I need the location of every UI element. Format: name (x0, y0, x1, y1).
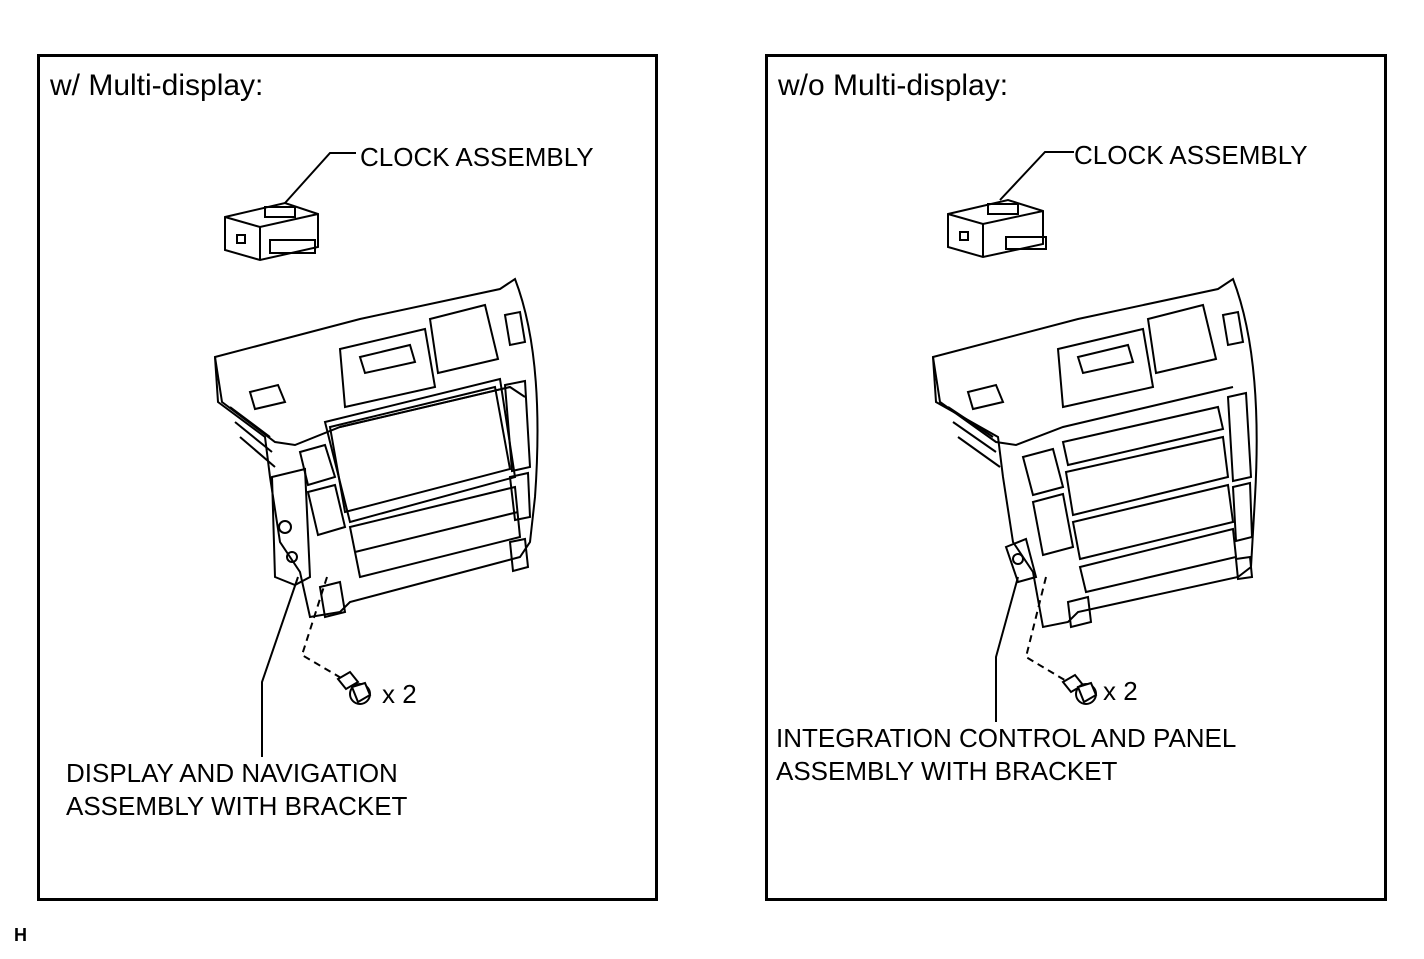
assembly-leader-line (262, 577, 298, 757)
bolt-icon (338, 672, 370, 704)
integration-control-panel-part (933, 279, 1257, 627)
panel-title: w/ Multi-display: (50, 69, 264, 102)
assembly-label: INTEGRATION CONTROL AND PANEL ASSEMBLY W… (776, 722, 1236, 788)
bolt-quantity-label: x 2 (382, 679, 417, 709)
clock-leader-line (285, 153, 356, 203)
figure-code: H (14, 925, 27, 945)
panel-without-multi-display: w/o Multi-display: (765, 54, 1387, 901)
clock-assembly-label: CLOCK ASSEMBLY (360, 142, 594, 172)
clock-leader-line (1000, 152, 1074, 200)
clock-assembly-part (225, 203, 318, 260)
assembly-label-line2: ASSEMBLY WITH BRACKET (776, 756, 1118, 786)
display-navigation-assembly-part (215, 279, 538, 617)
bolt-path-line (1026, 577, 1073, 685)
parts-illustration (768, 57, 1390, 904)
bolt-icon (1063, 675, 1096, 704)
assembly-leader-line (996, 577, 1018, 722)
panel-title: w/o Multi-display: (778, 69, 1009, 102)
assembly-label-line1: DISPLAY AND NAVIGATION (66, 758, 398, 788)
clock-assembly-part (948, 200, 1046, 257)
bolt-quantity-label: x 2 (1103, 676, 1138, 706)
assembly-label: DISPLAY AND NAVIGATION ASSEMBLY WITH BRA… (66, 757, 407, 823)
parts-illustration (40, 57, 661, 904)
clock-assembly-label: CLOCK ASSEMBLY (1074, 140, 1308, 170)
panel-with-multi-display: w/ Multi-display: (37, 54, 658, 901)
assembly-label-line2: ASSEMBLY WITH BRACKET (66, 791, 408, 821)
bolt-path-line (302, 577, 348, 682)
assembly-label-line1: INTEGRATION CONTROL AND PANEL (776, 723, 1237, 753)
